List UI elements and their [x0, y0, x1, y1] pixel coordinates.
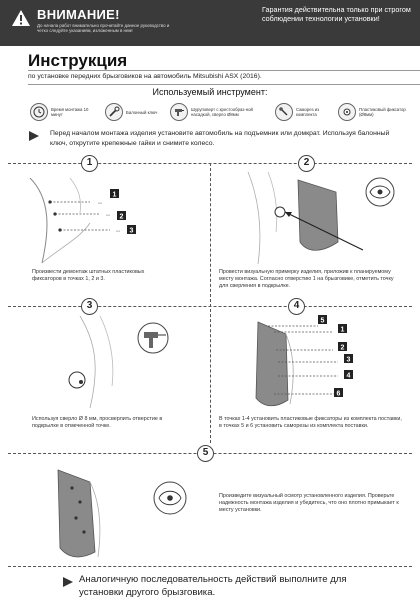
- tool-label: Саморез из комплекта: [296, 107, 320, 117]
- clock-icon: [30, 103, 48, 121]
- marker-label: 4: [347, 373, 351, 380]
- step-5-illustration: [57, 469, 187, 558]
- page-subtitle: по установке передних брызговиков на авт…: [28, 73, 262, 80]
- intro-block: Перед началом монтажа изделия установите…: [28, 129, 408, 149]
- intro-text: Перед началом монтажа изделия установите…: [50, 130, 390, 147]
- marker-label: 5: [321, 318, 325, 325]
- tool-label: Балонный ключ: [126, 109, 158, 115]
- warning-icon: [12, 10, 30, 26]
- step-2-illustration: [247, 172, 395, 264]
- marker-label: 1: [113, 192, 117, 199]
- marker-label: 6: [337, 391, 341, 398]
- step-number: 1: [81, 155, 98, 172]
- step-number: 2: [298, 155, 315, 172]
- step-3-illustration: [68, 316, 169, 408]
- clip-icon: [338, 103, 356, 121]
- tool-label: Шуруповерт с крестообраз-ной насадкой, с…: [191, 107, 253, 117]
- step-number: 3: [81, 298, 98, 315]
- step-1-caption: Произвести демонтаж штатных пластиковых …: [32, 269, 145, 283]
- svg-text:◦◦: ◦◦: [98, 201, 102, 207]
- tool-label: Время монтажа 10 минут: [51, 107, 89, 117]
- screw-icon: [275, 103, 293, 121]
- step-1-illustration: ◦◦ ◦◦ ◦◦ 1 2 3: [29, 178, 136, 264]
- svg-text:◦◦: ◦◦: [116, 229, 120, 235]
- step-number: 4: [288, 298, 305, 315]
- warning-header: ВНИМАНИЕ! До начала работ внимательно пр…: [0, 0, 420, 46]
- arrow-right-icon: [63, 577, 73, 587]
- warranty-note: Гарантия действительна только при строго…: [262, 5, 411, 24]
- tool-label: Пластиковый фиксатор (Ø8мм): [359, 107, 406, 117]
- divider: [8, 306, 412, 307]
- step-number: 5: [197, 445, 214, 462]
- divider: [8, 566, 412, 567]
- page-title: Инструкция: [28, 51, 128, 70]
- warning-subtitle: До начала работ внимательно прочитайте д…: [37, 23, 170, 34]
- divider: [210, 163, 211, 443]
- drill-icon: [170, 103, 188, 121]
- warning-title: ВНИМАНИЕ!: [37, 7, 120, 22]
- tool-item: Пластиковый фиксатор (Ø8мм): [338, 101, 418, 123]
- divider: [28, 70, 420, 71]
- marker-label: 2: [120, 214, 124, 221]
- step-4-illustration: 5 1 2 3 4 6: [255, 315, 353, 407]
- tools-heading: Используемый инструмент:: [152, 87, 268, 97]
- divider: [28, 84, 420, 85]
- step-3-caption: Используя сверло Ø 8 мм, просверлить отв…: [32, 416, 163, 430]
- step-4-caption: В точках 1-4 установить пластиковые фикс…: [219, 416, 402, 430]
- arrow-right-icon: [29, 131, 39, 141]
- tool-item: Время монтажа 10 минут: [30, 101, 98, 123]
- marker-label: 1: [341, 327, 345, 334]
- tool-item: Балонный ключ: [105, 101, 163, 123]
- wrench-icon: [105, 103, 123, 121]
- step-2-caption: Провести визуальную примерку изделия, пр…: [219, 269, 394, 290]
- tool-item: Шуруповерт с крестообраз-ной насадкой, с…: [170, 101, 265, 123]
- footer-note: Аналогичную последовательность действий …: [0, 568, 420, 606]
- footer-text: Аналогичную последовательность действий …: [79, 574, 347, 598]
- tool-item: Саморез из комплекта: [275, 101, 335, 123]
- marker-label: 3: [130, 228, 134, 235]
- svg-text:◦◦: ◦◦: [106, 213, 110, 219]
- step-5-caption: Произведите визуальный осмотр установлен…: [219, 493, 399, 514]
- marker-label: 2: [341, 345, 345, 352]
- marker-label: 3: [347, 357, 351, 364]
